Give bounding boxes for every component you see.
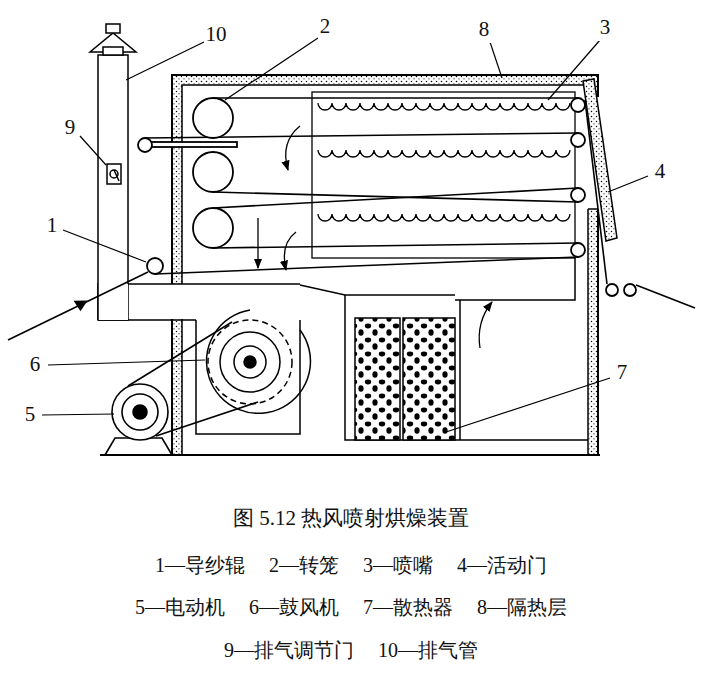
rollers [145,142,237,147]
leader-line [126,42,204,80]
leader-line [225,38,318,100]
legend-key-item: 5—电动机 [135,595,225,619]
legend-key-item: 3—喷嘴 [363,553,433,577]
partition [455,258,575,300]
radiator [355,318,455,440]
fabric-path [8,98,695,340]
airflow-arrow [284,232,296,270]
nozzle-box [312,92,575,258]
motor [156,402,258,436]
fabric-path [8,272,148,340]
rollers [571,243,585,257]
feed-arrow [74,299,89,311]
airflow-arrow [257,218,258,268]
callout-number: 2 [318,14,333,39]
legend-key-item: 7—散热器 [363,595,453,619]
rollers [193,152,233,192]
rollers [147,258,163,274]
leader-line [42,38,648,432]
rollers [571,188,585,202]
partition [300,258,588,440]
fabric-path [213,192,578,202]
callout-number: 6 [28,352,43,377]
fabric-path [213,97,578,99]
floor-line [100,454,600,456]
callout-number: 4 [653,159,668,184]
motor [128,322,232,386]
blower [208,320,292,404]
leader-line [42,414,114,415]
motor [122,394,158,430]
callout-number: 5 [23,402,38,427]
legend-key-item: 1—导纱辊 [155,553,245,577]
leader-line [490,42,502,78]
partition [459,300,461,440]
legend-key-item: 4—活动门 [457,553,547,577]
fabric-path [155,257,578,274]
callout-number: 8 [477,17,492,42]
callout-number: 9 [63,115,78,140]
blower [196,310,310,434]
legend-key-item: 2—转笼 [269,553,339,577]
rollers [138,98,636,296]
radiator [403,318,455,440]
exhaust-pipe [98,55,128,320]
legend-key-item: 6—鼓风机 [249,595,339,619]
exhaust-pipe [103,47,123,55]
fabric-path [585,100,607,284]
blower [220,332,280,392]
blower [234,346,266,378]
housing [170,284,184,319]
figure-caption: 图 5.12 热风喷射烘燥装置 [233,506,469,531]
exhaust-pipe [90,24,300,320]
partition [300,285,455,295]
callout-number: 3 [598,15,613,40]
rollers [138,138,152,152]
airflow-arrow [286,126,300,170]
callout-number: 7 [615,360,630,385]
exhaust-damper [114,170,119,181]
callout-number: 1 [45,213,60,238]
rollers [193,98,233,138]
motor [112,384,168,440]
motor [105,322,258,455]
leader-line [63,230,146,262]
legend-key-item: 8—隔热层 [477,595,567,619]
nozzle-box [318,103,570,110]
exhaust-damper [107,164,121,184]
leader-line [48,360,205,365]
airflow-arrow [258,126,492,348]
blower [244,356,256,368]
housing [583,79,617,241]
rollers [571,133,585,147]
rollers [193,208,233,248]
rollers [624,284,636,296]
fabric-path [213,243,578,248]
exhaust-damper [107,164,121,184]
nozzle-box [318,214,570,221]
radiator [355,318,400,440]
fabric-path [636,285,695,308]
legend-key-item: 9—排气调节门 [224,638,354,662]
leader-line [608,176,648,192]
nozzle-box [312,92,575,258]
blower [206,310,310,413]
nozzle-box [318,150,570,157]
fabric-path [213,188,578,208]
leader-line [548,40,600,100]
rollers [606,284,618,296]
airflow-arrow [479,302,492,348]
leader-line [446,378,610,432]
partition [345,295,588,440]
exhaust-pipe [106,24,120,33]
legend-key-item: 10—排气管 [378,638,478,662]
exhaust-pipe [98,284,300,320]
rollers [571,98,585,112]
callout-number: 10 [204,22,229,47]
leader-line [80,136,106,165]
motor [133,405,147,419]
housing [588,208,598,210]
